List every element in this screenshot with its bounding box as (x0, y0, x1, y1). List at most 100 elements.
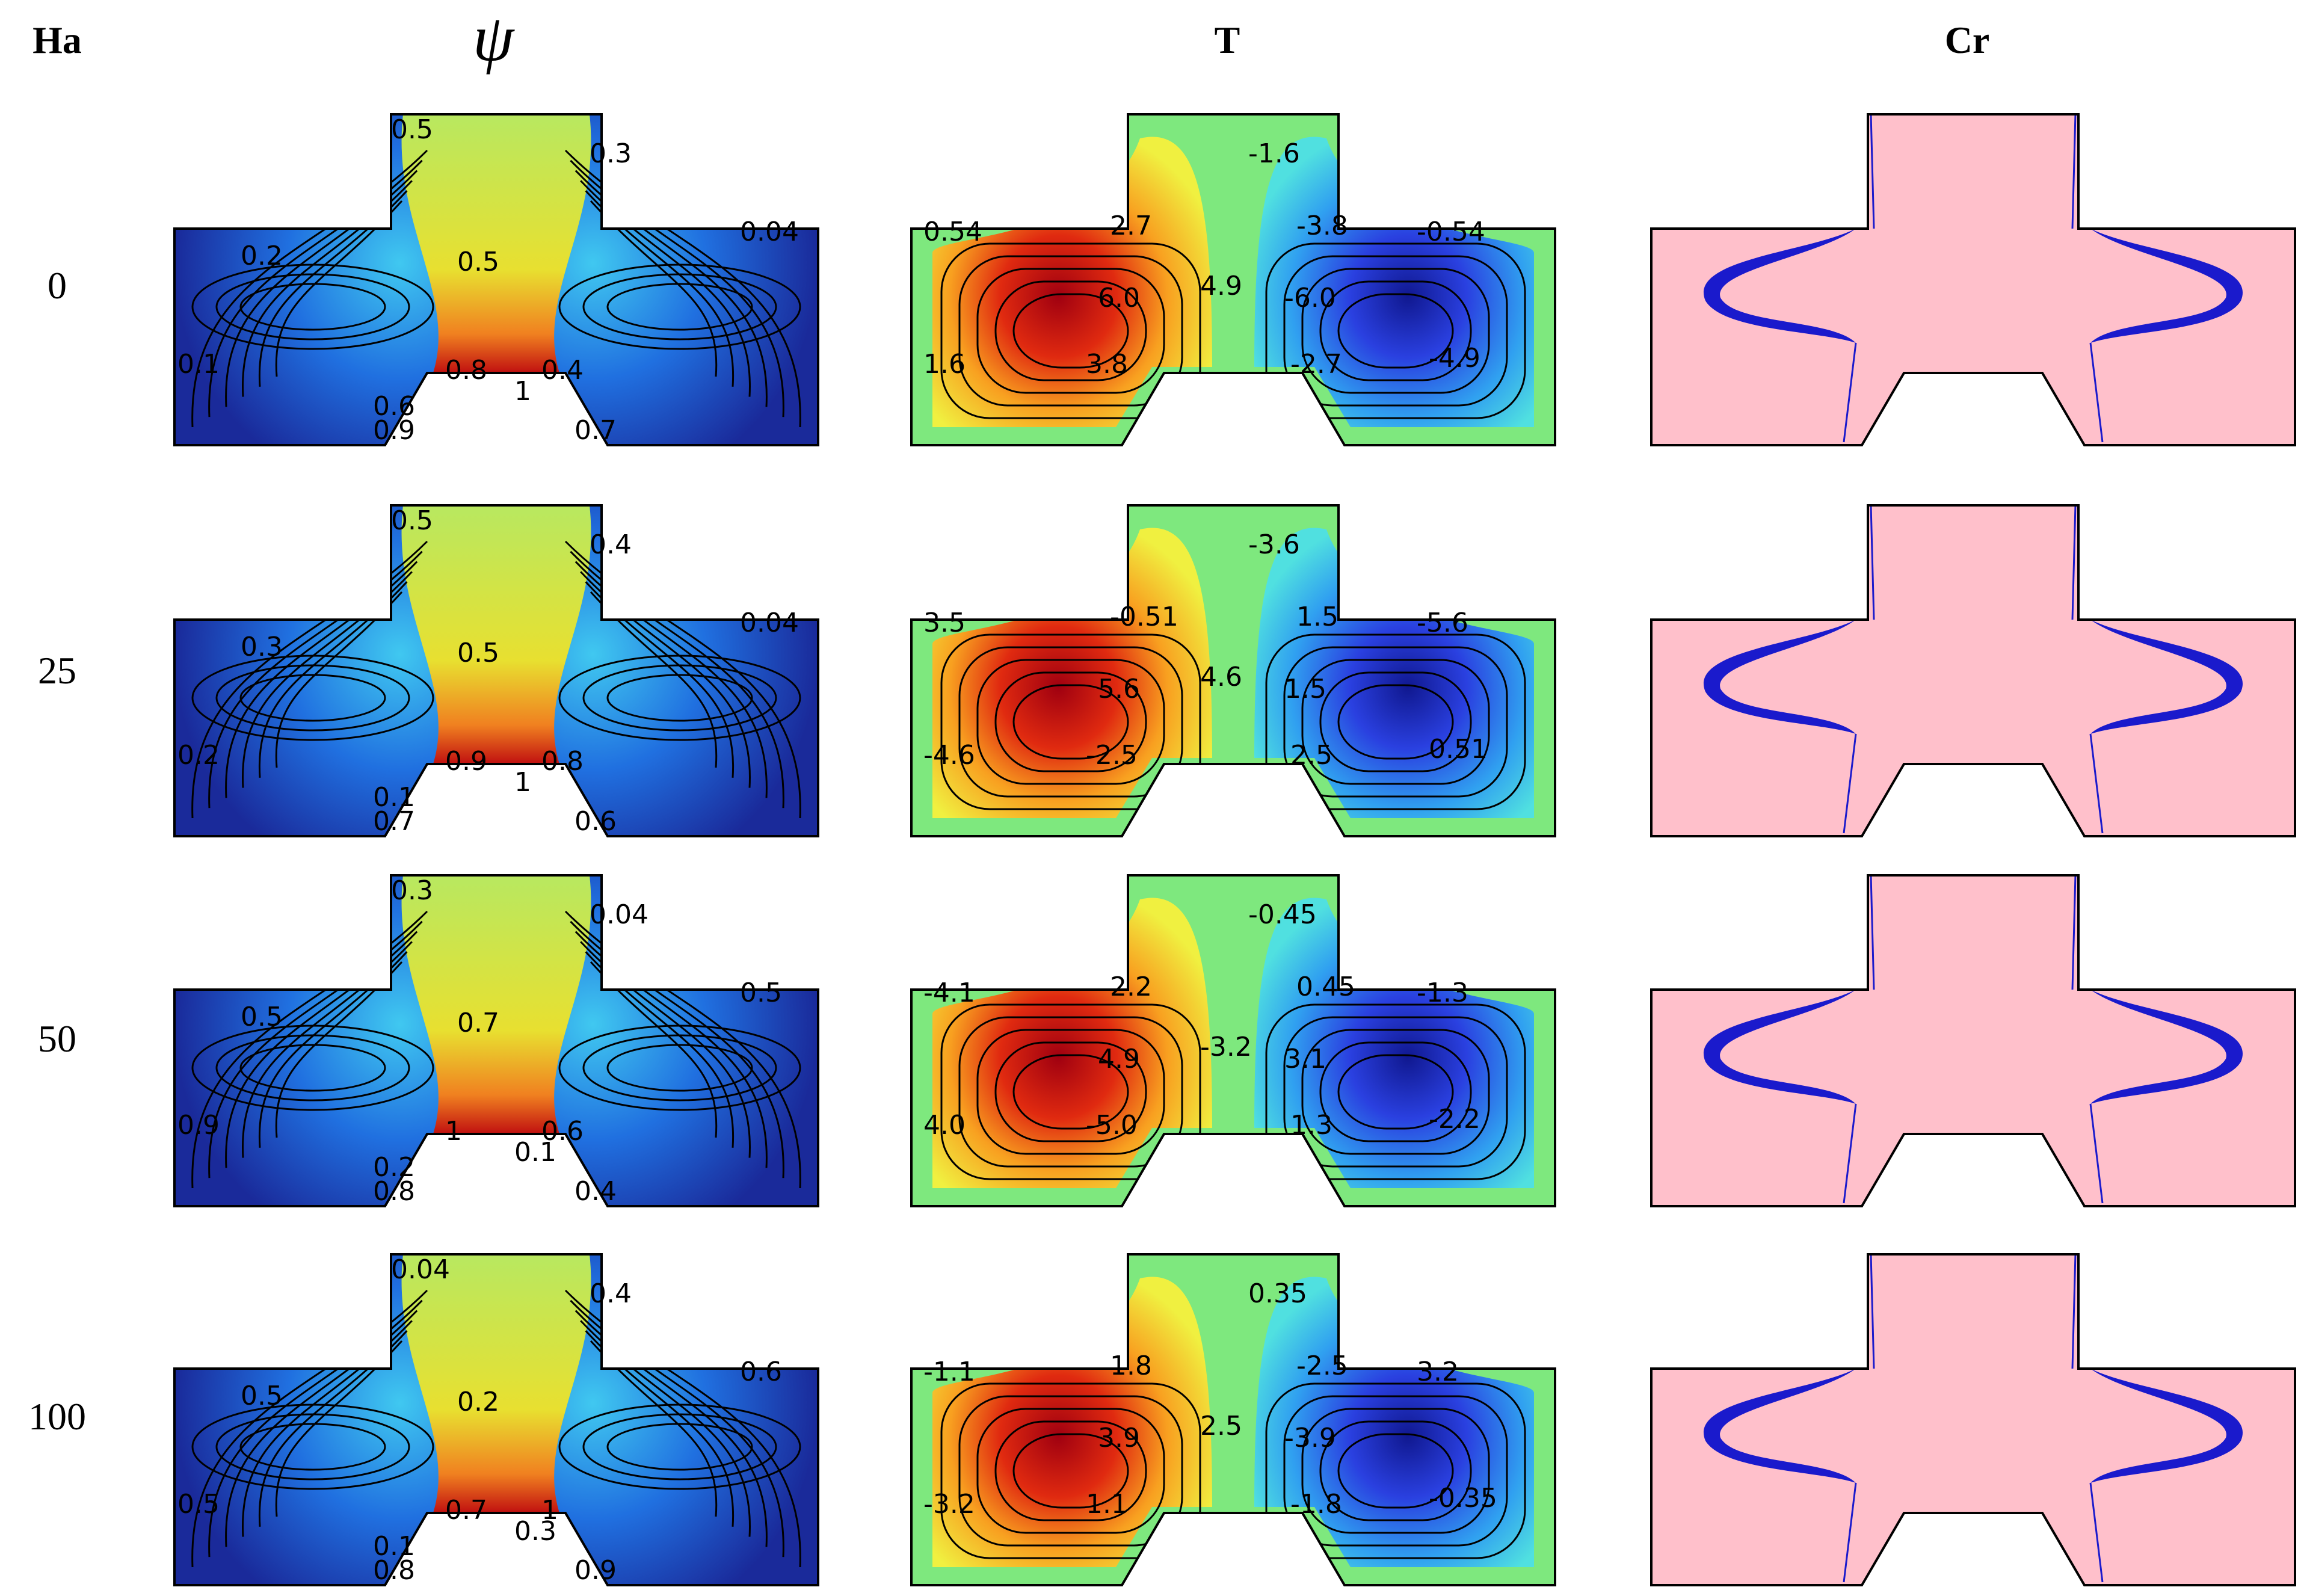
t-cavity-outline (910, 874, 1556, 1207)
psi-contour-label: 0.1 (373, 782, 415, 813)
t-contour-label: -2.5 (1086, 740, 1138, 771)
t-contour-label: 3.1 (1284, 1044, 1326, 1074)
t-contour-left (1012, 293, 1129, 369)
t-contour-left (1012, 1054, 1129, 1130)
psi-contour-label: 0.3 (391, 875, 433, 906)
t-contour-right (1283, 255, 1508, 407)
t-contour-label: -5.0 (1086, 1110, 1138, 1141)
psi-contour-loop-right (606, 283, 753, 331)
t-contour-label: 0.54 (923, 217, 982, 247)
t-contour-right (1301, 659, 1490, 785)
cr-thin-line-top-left (1870, 114, 1875, 229)
t-contour-right (1265, 1382, 1526, 1559)
psi-contour-loop-left (215, 1034, 410, 1101)
cr-thin-line-bottom-left (1843, 733, 1857, 834)
cr-band-left (1703, 620, 1856, 734)
t-contour-right (1319, 671, 1472, 772)
psi-contour-label: 0.5 (740, 978, 782, 1008)
psi-contour-label: 0.5 (457, 247, 499, 277)
t-contour-label: 1.6 (923, 349, 966, 380)
t-contour-left (994, 1420, 1147, 1521)
cr-band-right (2090, 990, 2243, 1104)
t-contour-right (1319, 1041, 1472, 1142)
t-contour-right (1283, 646, 1508, 798)
psi-contour-label: 0.04 (740, 608, 799, 638)
t-contour-label: 4.9 (1098, 1044, 1140, 1074)
cr-band-right (2090, 229, 2243, 343)
psi-contour-label: 0.5 (241, 1381, 283, 1411)
cr-field (1651, 875, 2295, 1206)
t-contour-right (1337, 293, 1454, 369)
t-contour-right (1319, 280, 1472, 381)
psi-contour-label: 0.04 (590, 899, 648, 930)
cr-thin-line-top-right (2071, 875, 2077, 990)
psi-contour-label: 0.5 (177, 1489, 220, 1520)
cr-thin-line-top-right (2071, 505, 2077, 620)
t-contour-right (1265, 242, 1526, 419)
t-contour-right (1283, 1395, 1508, 1547)
t-contour-label: -6.0 (1284, 283, 1336, 313)
t-contour-right (1337, 684, 1454, 760)
t-contour-left (976, 659, 1165, 785)
t-contour-label: -5.6 (1417, 608, 1468, 638)
cr-cavity-outline (1650, 113, 2296, 446)
cr-thin-line-bottom-right (2089, 1482, 2104, 1583)
cr-band-right (2090, 620, 2243, 734)
t-contour-label: 4.0 (923, 1110, 966, 1141)
t-contour-label: -1.3 (1417, 978, 1468, 1008)
t-contour-label: 3.2 (1417, 1357, 1459, 1387)
t-contour-label: 1.1 (1086, 1489, 1128, 1520)
psi-contour-loop-right (606, 1044, 753, 1092)
psi-contour-label: 0.6 (574, 806, 617, 837)
t-contour-label: 1.5 (1296, 602, 1338, 632)
t-contour-left (958, 1016, 1183, 1168)
psi-contour-label: 1 (445, 1116, 462, 1147)
t-contour-right (1319, 1420, 1472, 1521)
psi-contour-loop-right (582, 1413, 777, 1480)
psi-contour-label: 0.6 (740, 1357, 782, 1387)
t-contour-label: -0.35 (1429, 1483, 1497, 1514)
t-contour-label: -2.7 (1290, 349, 1342, 380)
column-header-psi: ψ (472, 1, 514, 75)
t-contour-left (940, 1382, 1201, 1559)
psi-contour-loop-left (239, 674, 386, 722)
t-contour-right (1301, 268, 1490, 394)
psi-contour-loop-left (191, 1024, 434, 1111)
t-contour-label: 2.7 (1110, 211, 1152, 241)
cr-thin-line-bottom-right (2089, 733, 2104, 834)
psi-contour-loop-right (558, 1403, 801, 1490)
t-contour-label: 4.6 (1200, 662, 1242, 692)
t-contour-left (994, 280, 1147, 381)
t-contour-label: 1.8 (1110, 1351, 1152, 1381)
t-contour-label: 1.3 (1290, 1110, 1332, 1141)
psi-contour-label: 0.5 (457, 638, 499, 668)
t-contour-label: -3.8 (1296, 211, 1348, 241)
cr-thin-line-bottom-left (1843, 342, 1857, 443)
psi-contour-label: 0.8 (373, 1176, 415, 1207)
psi-contour-label: 0.3 (241, 632, 283, 662)
t-contour-label: 2.5 (1200, 1411, 1242, 1441)
psi-contour-label: 0.4 (590, 1278, 632, 1309)
psi-contour-label: 0.6 (541, 1116, 584, 1147)
t-contour-label: -3.9 (1284, 1423, 1336, 1453)
t-contour-left (958, 255, 1183, 407)
row-label-ha-0: 0 (48, 264, 67, 307)
psi-contour-label: 0.7 (373, 806, 415, 837)
psi-core-jet (401, 114, 591, 373)
psi-contour-label: 0.3 (590, 138, 632, 169)
psi-contour-loop-right (558, 263, 801, 350)
t-contour-label: -2.2 (1429, 1104, 1480, 1135)
psi-contour-loop-left (191, 1403, 434, 1490)
t-contour-label: -1.8 (1290, 1489, 1342, 1520)
t-contour-label: 0.45 (1296, 972, 1355, 1002)
column-header-t: T (1214, 19, 1240, 61)
psi-contour-loop-right (582, 1034, 777, 1101)
psi-contour-label: 0.04 (391, 1254, 450, 1285)
t-contour-label: 6.0 (1098, 283, 1140, 313)
t-contour-label: 4.9 (1200, 271, 1242, 301)
psi-contour-label: 0.7 (574, 415, 617, 446)
psi-contour-loop-right (558, 655, 801, 741)
cr-field (1651, 505, 2295, 836)
